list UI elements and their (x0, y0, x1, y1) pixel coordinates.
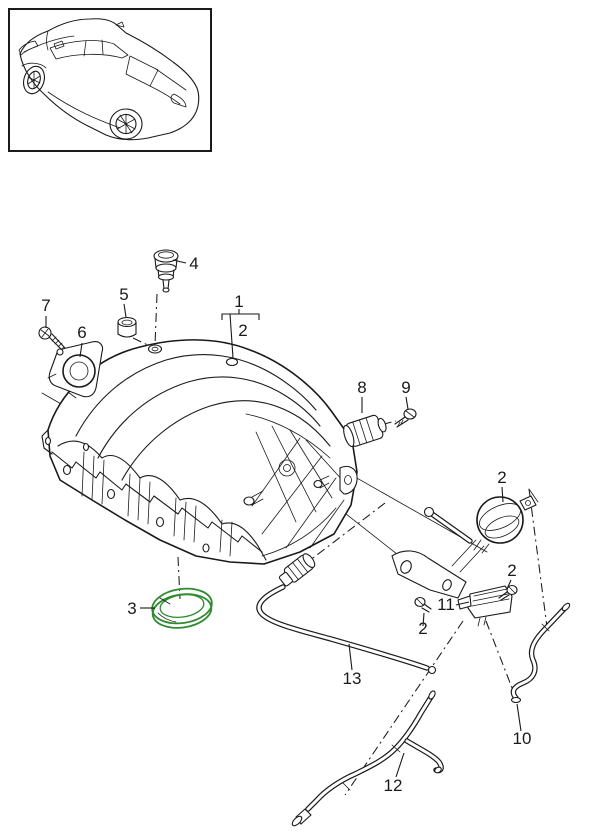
part-8-damper (343, 414, 387, 448)
part-4-vent-valve (153, 249, 179, 293)
car-rear-wheel (109, 108, 143, 140)
callout-11[interactable]: 11 (437, 595, 455, 614)
part-2-screw-left (414, 596, 432, 613)
part-6-sensor (47, 341, 104, 399)
car-body-outline (19, 18, 200, 141)
manifold-bolt-holes (62, 442, 210, 553)
callout-2-screw-left[interactable]: 2 (418, 619, 427, 638)
callout-3[interactable]: 3 (127, 599, 136, 618)
callout-5[interactable]: 5 (119, 285, 128, 304)
part-7-screw (38, 326, 66, 352)
car-headlight (18, 40, 39, 56)
hose-13-connector (278, 553, 316, 587)
car-mirror (53, 40, 65, 50)
callout-10[interactable]: 10 (513, 729, 532, 748)
callout-6[interactable]: 6 (77, 323, 86, 342)
callout-1[interactable]: 1 (234, 292, 243, 311)
manifold-top-boss-2 (225, 357, 239, 367)
callout-4[interactable]: 4 (189, 254, 198, 273)
manifold-rear-flange (245, 413, 345, 557)
actuator-mount-tab (519, 495, 537, 511)
callout-2-actuator[interactable]: 2 (497, 468, 506, 487)
callout-8[interactable]: 8 (357, 378, 366, 397)
group-bracket-1-2 (221, 309, 260, 359)
part-3-gasket-highlighted (151, 587, 213, 629)
callout-9[interactable]: 9 (401, 378, 410, 397)
part-2-screw-right (498, 584, 518, 601)
callout-leader-lines (45, 259, 522, 778)
vehicle-thumbnail-box (8, 8, 212, 152)
manifold-top-boss (147, 344, 163, 354)
actuator-rod-screw (423, 506, 435, 518)
part-2-vacuum-actuator-assembly (391, 495, 537, 599)
manifold-vacuum-nipples (243, 475, 330, 506)
callout-7[interactable]: 7 (41, 296, 50, 315)
car-side-glass (49, 40, 129, 60)
manifold-rib-pillars (81, 451, 233, 557)
part-12-hose (291, 690, 444, 827)
actuator-canister (476, 496, 524, 544)
part-11-solenoid-valve (457, 585, 513, 627)
manifold-mount-ear (339, 465, 358, 495)
part-9-screw (394, 408, 417, 428)
callout-2-screw-right[interactable]: 2 (507, 561, 516, 580)
car-front-wheel (23, 65, 45, 95)
part-5-bushing (117, 316, 137, 338)
part-10-hose (510, 602, 571, 704)
part-intake-manifold (41, 339, 358, 565)
callout-12[interactable]: 12 (384, 776, 403, 795)
callout-2-manifold[interactable]: 2 (238, 321, 247, 340)
car-antenna-fin (115, 21, 125, 28)
part-13-hose (256, 553, 437, 675)
actuator-bracket (391, 550, 467, 599)
callout-13[interactable]: 13 (343, 669, 362, 688)
vehicle-outline-drawing (18, 18, 200, 141)
